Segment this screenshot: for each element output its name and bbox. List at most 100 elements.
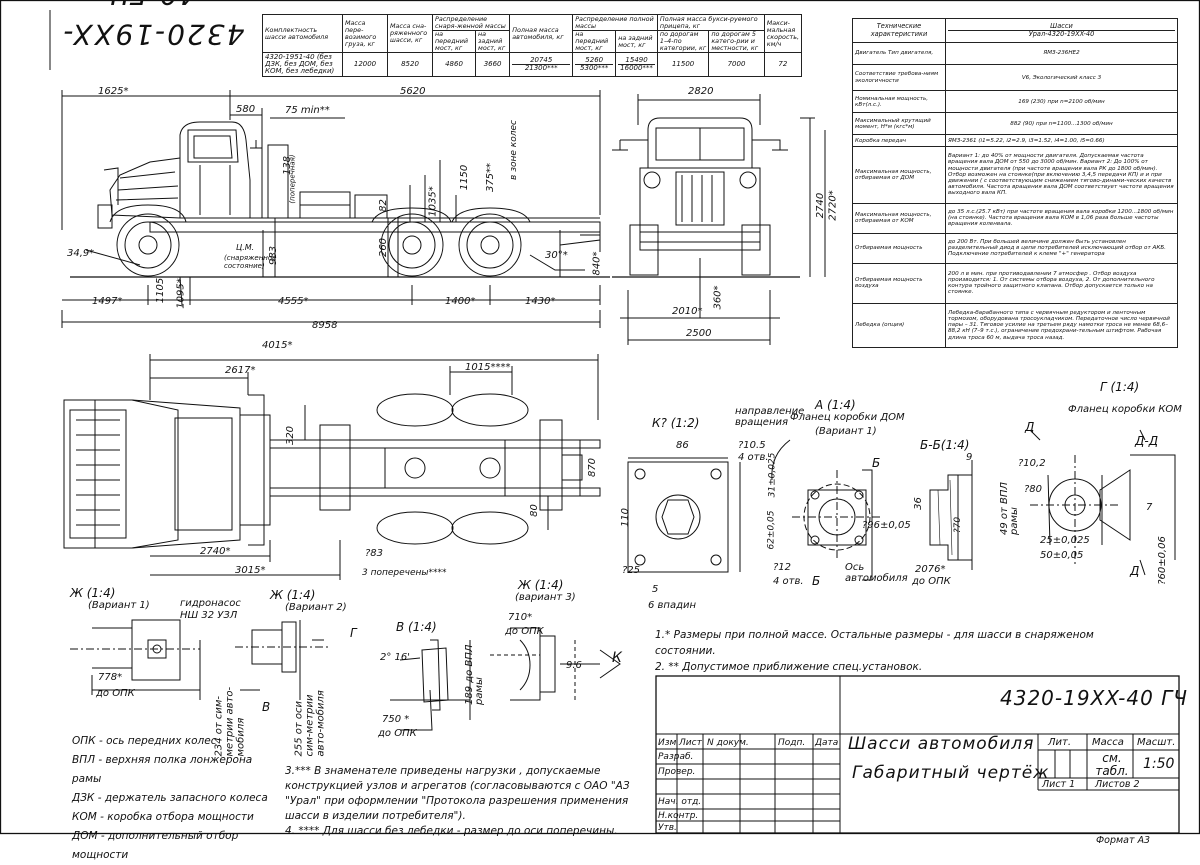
dim-text: 1035* [427, 186, 439, 217]
notes-top: 1.* Размеры при полной массе. Остальные … [655, 627, 1095, 675]
view-label: А (1:4) [815, 398, 856, 412]
detail-zh1 [70, 619, 201, 700]
spec-header-left: Технические характеристики [852, 17, 946, 44]
legend-item: ВПЛ - верхняя полка лонжерона рамы [72, 754, 253, 785]
spec-value: ЯМЗ-236НЕ2 [945, 42, 1178, 66]
view-label: Г (1:4) [1100, 380, 1140, 394]
dim-text: 82 [377, 199, 389, 212]
dim-text: 25±0,025 [1040, 535, 1090, 546]
dim-text: 4555* [278, 296, 309, 307]
dim-text: 840* [591, 251, 603, 276]
view-variant: (Вариант 2) [285, 602, 347, 613]
dim-text: ?83 [365, 548, 384, 559]
dim-text: 320 [285, 425, 297, 446]
dim-text: до ОПК [505, 626, 544, 637]
detail-g-flange [1029, 429, 1176, 576]
view-label: Б-Б(1:4) [920, 438, 970, 452]
scale-value: 1:50 [1143, 756, 1175, 772]
dim-text: 75 min** [285, 105, 330, 116]
spec-value: до 200 Вт. При большей величине должен б… [945, 232, 1178, 264]
detail-v [390, 639, 471, 731]
view-variant: (Вариант 1) [88, 600, 150, 611]
mass-subheader: на передний мост, кг [572, 30, 617, 53]
mass-cell-full: 20745 21300*** [509, 52, 574, 77]
dim-text: 8958 [312, 320, 338, 331]
spec-header-chassis: Шасси [1050, 21, 1073, 30]
section-mark: Г [350, 626, 357, 640]
detail-zh3 [490, 627, 621, 701]
dim-text: 580 [236, 104, 256, 115]
view-variant: (Вариант 1) [815, 426, 877, 437]
mass-header-curb: Масса сна-ряженного шасси, кг [387, 14, 433, 53]
spec-key: Максимальная мощность, отбираемая от ДОМ [852, 146, 946, 204]
dim-text: 3015* [235, 565, 266, 576]
mass-value: см. табл. [1095, 751, 1129, 778]
dim-text: 1497* [92, 296, 123, 307]
mass-subheader: по дорогам 5 катего-рии и местности, кг [708, 30, 765, 53]
col-doc: N докум. [707, 738, 749, 748]
mass-cell-cargo: 12000 [342, 52, 388, 77]
dim-text: 2617* [225, 365, 256, 376]
mass-cell-komplekt: 4320-1951-40 (без ДЗК, без ДОМ, без КОМ,… [262, 52, 343, 77]
mass-value: 15490 [625, 56, 648, 64]
section-mark: Б [812, 574, 821, 588]
detail-zh2 [235, 620, 330, 700]
dim-text: 1625* [98, 86, 129, 97]
spec-header-right: Шасси Урал-4320-19XX-40 [945, 17, 1178, 44]
dim-text: 2740 [815, 192, 827, 219]
side-view-chassis [61, 90, 610, 328]
dim-text: 255 от оси сим-метрии авто-мобиля [293, 690, 327, 757]
mass-header-speed: Макси-мальная скорость, км/ч [763, 14, 803, 53]
title-main: Шасси автомобиля [848, 734, 1035, 754]
section-mark: Б [872, 456, 881, 470]
dim-text: 1105 [155, 277, 167, 304]
mass-cell-trailer-roads: 11500 [656, 52, 710, 77]
dim-text: 1150 [459, 164, 471, 191]
mass-cell-curb-rear: 3660 [474, 52, 511, 77]
dim-text: 2740* [200, 546, 231, 557]
dim-text: ?10,2 [1018, 458, 1046, 469]
spec-value: Лебедка-барабанного типа с червячным ред… [945, 302, 1178, 349]
dim-text: 62±0,05 [766, 510, 777, 550]
drawing-number-rotated: 4320-19XX-40 ГЧ [61, 0, 245, 51]
dim-text: (поперечная) [288, 154, 297, 204]
legend-item: ДОМ - дополнительный отбор мощности [72, 830, 239, 861]
col-date: Дата [815, 738, 839, 748]
detail-a-flange [771, 439, 882, 581]
mass-cell-trailer-offroad: 7000 [708, 52, 765, 77]
dim-text: 1095* [175, 278, 187, 309]
dim-text: 86 [676, 440, 689, 451]
dim-text: 750 * [382, 714, 410, 725]
dim-text: 189 до ВПЛ рамы [464, 644, 485, 705]
dim-text: 778* [98, 672, 123, 683]
mass-value-allowed: 16000*** [618, 64, 655, 72]
dim-text: 360* [712, 285, 724, 310]
dim-text: 50±0,05 [1040, 550, 1084, 561]
view-label: Ж (1:4) [270, 588, 316, 602]
view-label: Ж (1:4) [70, 586, 116, 600]
spec-model: Урал-4320-19XX-40 [948, 30, 1175, 38]
spec-value: ЯМЗ-2361 (i1=5.22, i2=2.9, i3=1.52, i4=1… [945, 134, 1178, 148]
dim-text: 710* [508, 612, 533, 623]
mass-label: Масса [1092, 737, 1124, 748]
dim-text: 2° 16' [380, 652, 411, 663]
detail-bb-section [929, 460, 973, 570]
abbreviations-legend: ОПК - ось передних колес ВПЛ - верхняя п… [72, 732, 282, 865]
mass-value-allowed: 5300*** [575, 64, 614, 72]
title-sub: Габаритный чертёж [852, 763, 1050, 783]
section-mark: В [262, 700, 271, 714]
scale-label: Масшт. [1137, 737, 1176, 748]
mass-table: Комплектность шасси автомобиля Масса пер… [262, 14, 803, 77]
spec-key: Максимальная мощность, отбираемая от КОМ [852, 202, 946, 234]
spec-key: Номинальная мощность, кВт(л.с.). [852, 90, 946, 114]
dim-text: 6 впадин [648, 600, 697, 611]
dim-text: 3 поперечены**** [362, 568, 447, 578]
dim-text: 34,9* [67, 248, 95, 259]
dim-text: ?25 [622, 565, 641, 576]
mass-value: 5260 [585, 56, 604, 64]
mass-subheader: по дорогам 1–4-по категории, кг [656, 30, 710, 53]
dim-text: 31±0,025 [767, 452, 778, 498]
lit-label: Лит. [1048, 737, 1072, 748]
mass-cell-full-rear: 15490 16000*** [615, 52, 658, 77]
